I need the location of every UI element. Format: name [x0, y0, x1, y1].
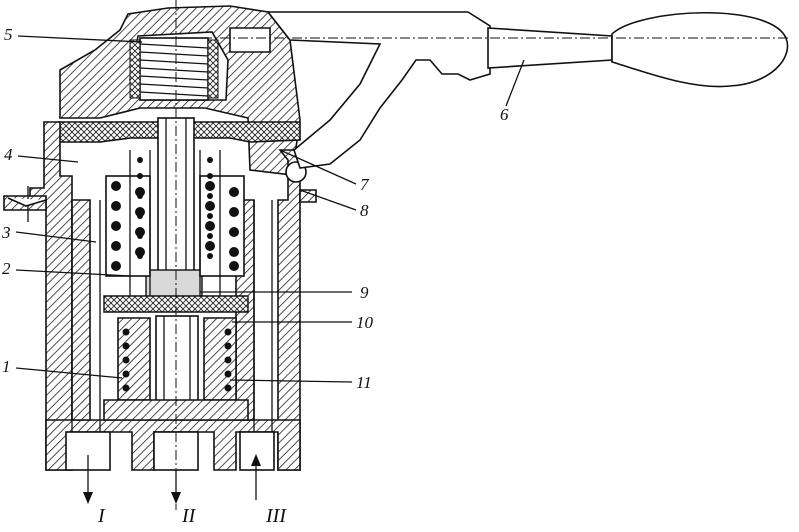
leader-lines	[15, 35, 525, 383]
label-8: 8	[360, 201, 369, 220]
label-3: 3	[1, 223, 11, 242]
label-10: 10	[356, 313, 374, 332]
label-9: 9	[360, 283, 369, 302]
port-label-3: III	[265, 505, 287, 527]
label-1: 1	[2, 357, 11, 376]
label-2: 2	[2, 259, 11, 278]
lower-valve-assembly	[103, 295, 249, 421]
coil-springs	[105, 150, 245, 300]
port-label-2: II	[181, 505, 197, 527]
label-11: 11	[356, 373, 372, 392]
central-plunger	[145, 117, 203, 305]
label-4: 4	[4, 145, 13, 164]
mounting-flange	[3, 186, 47, 222]
right-flange	[285, 161, 317, 203]
flow-arrows	[83, 454, 261, 504]
label-7: 7	[360, 175, 370, 194]
top-spring	[129, 37, 219, 101]
lever-handle	[166, 11, 790, 169]
label-6: 6	[500, 105, 509, 124]
label-5: 5	[4, 25, 13, 44]
port-label-1: I	[97, 505, 106, 527]
